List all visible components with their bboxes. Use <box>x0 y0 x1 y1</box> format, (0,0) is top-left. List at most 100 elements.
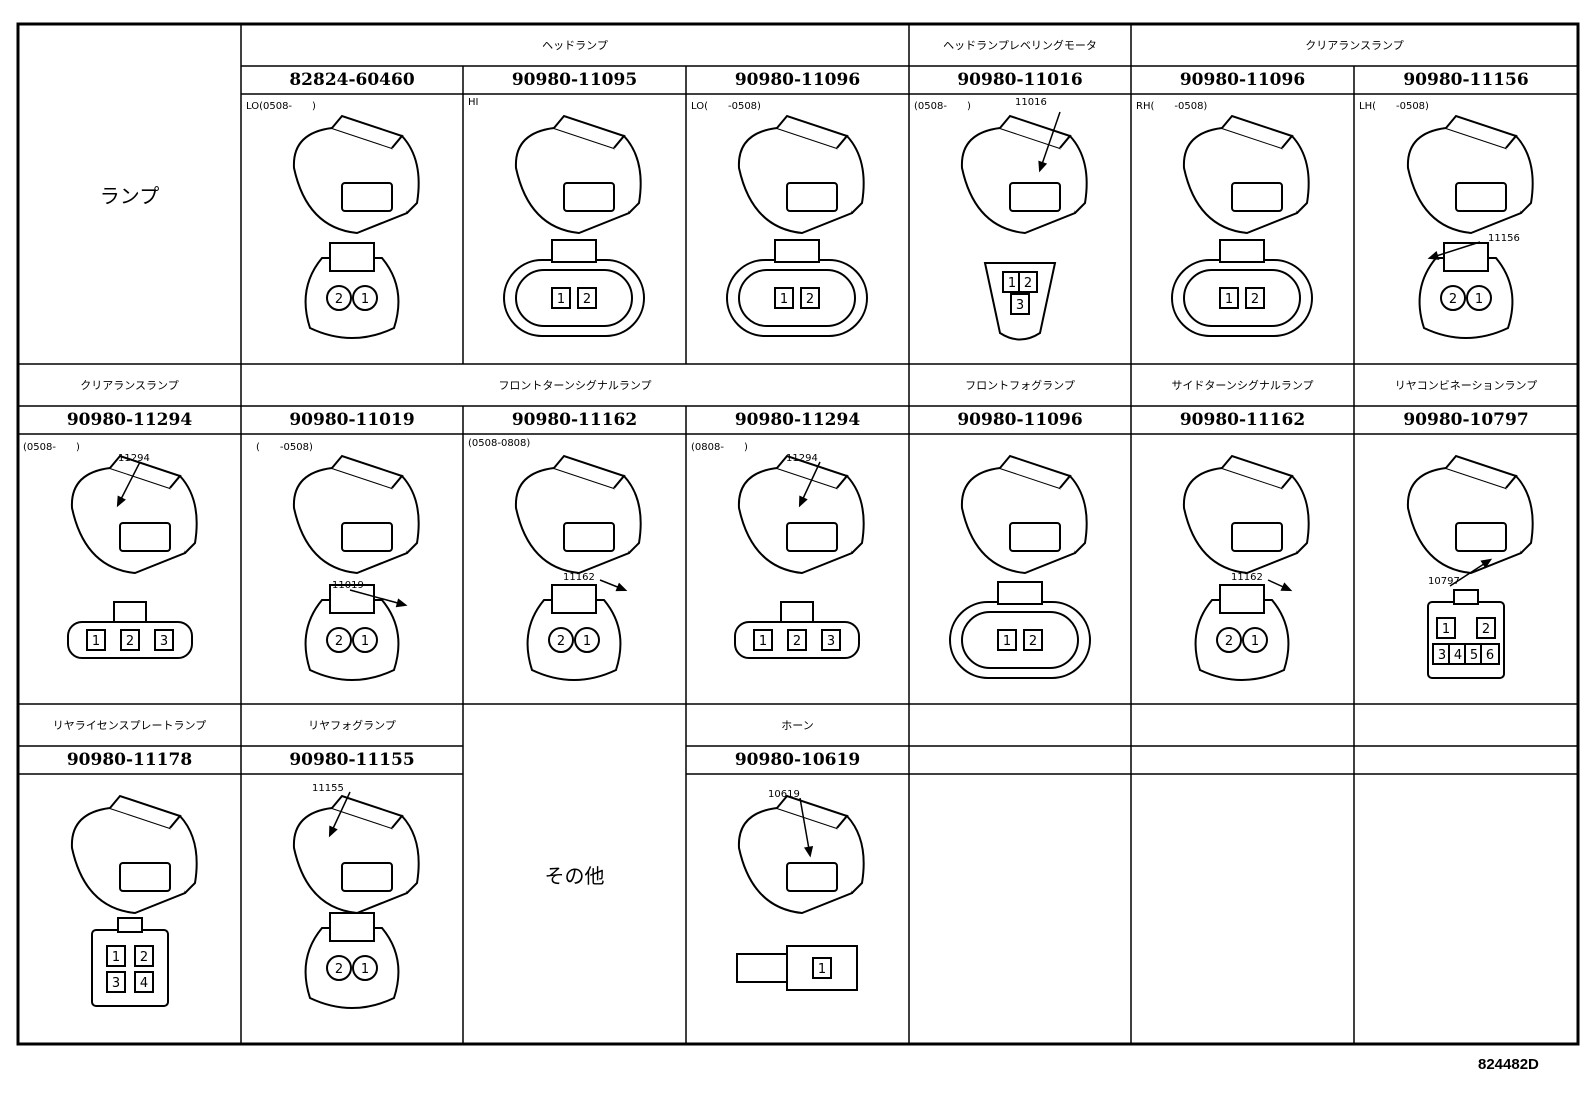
pin-cavity <box>154 629 174 651</box>
pin-cavity <box>120 629 140 651</box>
face-key <box>1219 584 1265 614</box>
pin-number: 2 <box>335 634 343 649</box>
pin-cavity <box>577 287 597 309</box>
header-rear-license-plate-lamp: リヤライセンスプレートランプ <box>52 719 207 732</box>
face-inner <box>1183 269 1301 327</box>
leader-line <box>349 589 406 606</box>
connector-side <box>836 814 865 894</box>
header-clearance-lamp-1: クリアランスランプ <box>1305 39 1404 52</box>
header-headlamp-leveling-motor: ヘッドランプレベリングモータ <box>943 39 1097 52</box>
face-key <box>774 239 820 263</box>
note-r1c2: HI <box>468 97 479 108</box>
connector-opening <box>119 522 171 552</box>
header-rear-combination-lamp: リヤコンビネーションランプ <box>1394 379 1538 392</box>
part-number-r1c3: 90980-11096 <box>734 70 861 90</box>
callout-r2c2: 11019 <box>332 580 364 591</box>
face-key <box>780 601 814 623</box>
note-r2c4: (0808- ) <box>691 442 748 453</box>
face-key <box>551 239 597 263</box>
document-code: 824482D <box>1478 1056 1539 1073</box>
pin-cavity <box>352 627 378 653</box>
pin-number: 1 <box>1008 276 1016 291</box>
face-outer <box>91 929 169 1007</box>
connector-side <box>836 474 865 554</box>
other-label: その他 <box>544 863 605 888</box>
pin-cavity <box>326 285 352 311</box>
note-r2c2: ( -0508) <box>256 442 313 453</box>
pin-cavity <box>1480 643 1500 665</box>
face-tab <box>736 953 788 983</box>
pin-number: 1 <box>92 634 100 649</box>
pin-number: 2 <box>1482 622 1490 637</box>
connector-opening <box>786 182 838 212</box>
callout-r2c1: 11294 <box>118 453 150 464</box>
face-inner <box>961 611 1079 669</box>
connector-side <box>1059 134 1088 214</box>
pin-number: 1 <box>557 292 565 307</box>
pin-cavity <box>134 945 154 967</box>
pin-cavity <box>106 945 126 967</box>
pin-cavity <box>326 955 352 981</box>
connector-opening <box>1009 182 1061 212</box>
pin-number: 2 <box>1251 292 1259 307</box>
pin-number: 2 <box>583 292 591 307</box>
note-r1c3: LO( -0508) <box>691 101 761 112</box>
face-key <box>117 917 143 933</box>
pin-cavity <box>1436 617 1456 639</box>
leader-11019 <box>349 589 408 608</box>
connector-side <box>1505 134 1534 214</box>
table-border <box>16 22 1580 1046</box>
leader-11294a <box>116 461 141 508</box>
header-front-fog-lamp: フロントフォグランプ <box>965 379 1075 392</box>
part-number-r2c7: 90980-10797 <box>1403 410 1529 430</box>
pin-number: 1 <box>1251 634 1259 649</box>
callout-r2c7: 10797 <box>1428 576 1460 587</box>
header-front-turn-signal-lamp: フロントターンシグナルランプ <box>498 379 652 392</box>
callout-r2c6: 11162 <box>1231 572 1263 583</box>
face-key <box>551 584 597 614</box>
connector-opening <box>341 182 393 212</box>
leader-10797 <box>1449 558 1493 587</box>
pin-number: 1 <box>780 292 788 307</box>
pin-number: 3 <box>1016 298 1024 313</box>
pin-number: 1 <box>818 962 826 977</box>
pin-cavity <box>1245 287 1265 309</box>
pin-number: 1 <box>361 962 369 977</box>
note-r2c3: (0508-0808) <box>468 438 531 449</box>
leader-arrow <box>803 845 814 858</box>
pin-cavity <box>1216 627 1242 653</box>
pin-number: 1 <box>112 950 120 965</box>
pin-number: 2 <box>557 634 565 649</box>
leader-11162a <box>599 579 628 592</box>
connector-opening <box>1455 522 1507 552</box>
pin-number: 1 <box>361 634 369 649</box>
leader-line <box>1429 241 1481 259</box>
leader-11156 <box>1427 241 1481 260</box>
header-side-turn-signal-lamp: サイドターンシグナルランプ <box>1171 379 1314 392</box>
note-r1c6: LH( -0508) <box>1359 101 1429 112</box>
connector-side <box>391 134 420 214</box>
part-number-r2c1: 90980-11294 <box>66 410 193 430</box>
table-grid <box>16 22 1580 1046</box>
pin-number: 1 <box>1442 622 1450 637</box>
pin-number: 2 <box>806 292 814 307</box>
pin-number: 1 <box>1225 292 1233 307</box>
connector-opening <box>341 862 393 892</box>
pin-cavity <box>812 957 832 979</box>
part-number-r2c5: 90980-11096 <box>957 410 1083 430</box>
connector-opening <box>563 182 615 212</box>
connector-side <box>1059 474 1088 554</box>
face-key <box>329 912 375 942</box>
pin-cavity <box>548 627 574 653</box>
connector-opening <box>786 522 838 552</box>
header-rear-fog-lamp: リヤフォグランプ <box>308 719 396 732</box>
